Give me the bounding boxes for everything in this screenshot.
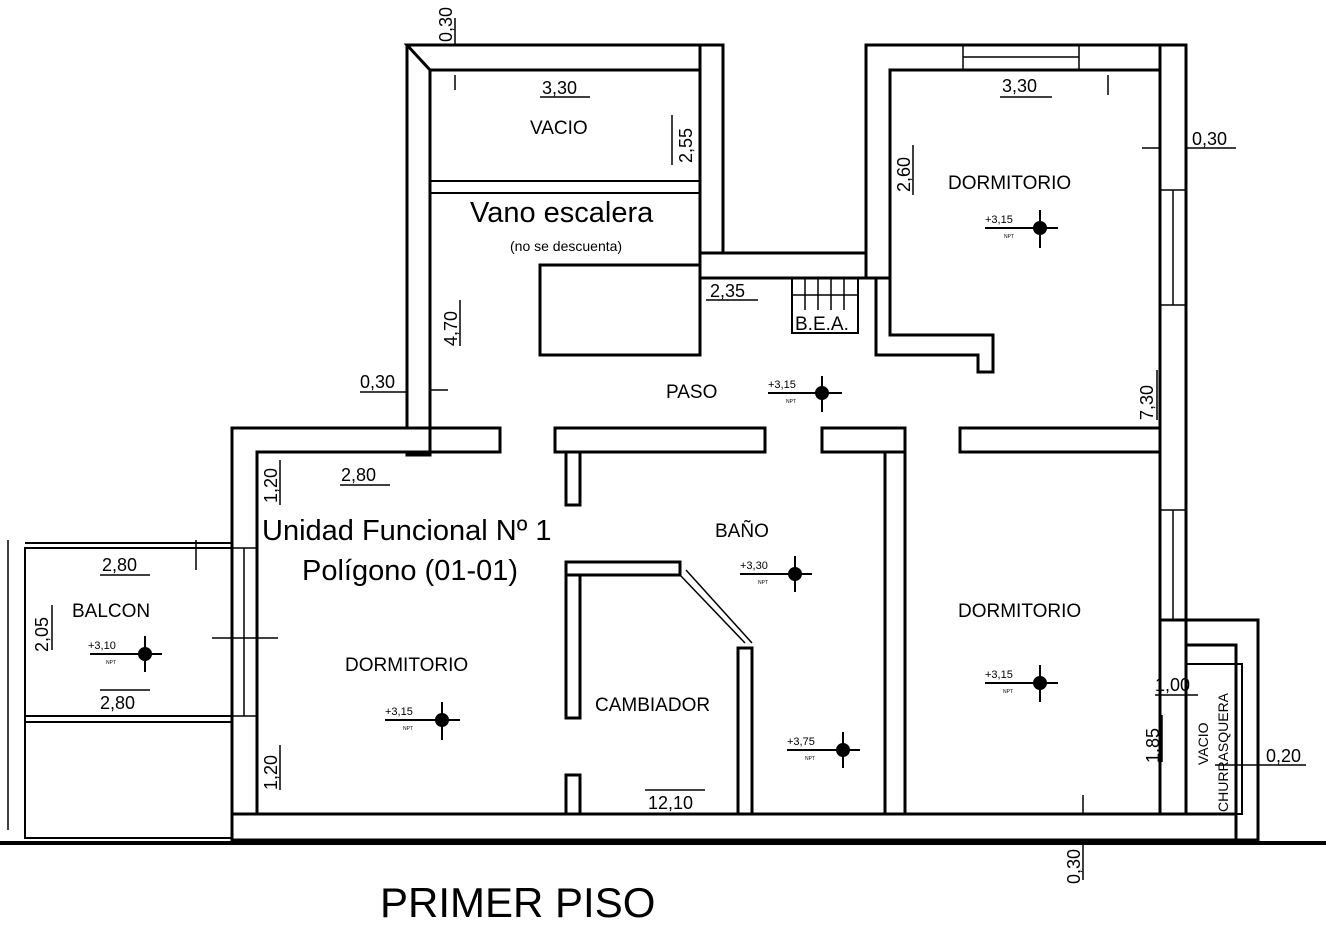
churrasquera-box — [1185, 663, 1243, 815]
unit-label-line2: Polígono (01-01) — [302, 555, 518, 587]
plan-title: PRIMER PISO — [380, 879, 655, 926]
dimension-lines — [0, 18, 1326, 880]
dim-wall-left: 0,30 — [360, 372, 395, 392]
dim-wall-top: 0,30 — [436, 7, 456, 42]
level-marker-dorm-sw — [385, 702, 460, 740]
dim-dorm-ne-height: 2,60 — [894, 157, 914, 192]
dim-vacio-width: 3,30 — [542, 78, 577, 98]
room-label-bano: BAÑO — [715, 520, 769, 542]
dim-wall-bottom: 0,30 — [1064, 849, 1084, 884]
level-marker-paso — [768, 376, 842, 412]
npt-bano: NPT — [758, 580, 768, 586]
level-dorm-ne: +3,15 — [985, 214, 1013, 226]
level-markers — [90, 210, 1058, 768]
level-marker-bano — [740, 556, 812, 592]
room-label-bea: B.E.A. — [795, 314, 849, 335]
dim-dorm-ne-width: 3,30 — [1002, 76, 1037, 96]
dim-stair-hall: 2,35 — [710, 281, 745, 301]
walls — [230, 43, 1260, 842]
room-label-vano-escalera: Vano escalera — [470, 197, 654, 229]
vano-escalera-note: (no se descuenta) — [510, 238, 622, 254]
dim-balcon-width-bottom: 2,80 — [100, 693, 135, 713]
level-paso: +3,15 — [768, 379, 796, 391]
npt-dorm-sw: NPT — [403, 726, 413, 732]
dim-balcon-height: 2,05 — [32, 617, 52, 652]
npt-cambiador: NPT — [805, 756, 815, 762]
level-marker-cambiador — [787, 732, 860, 768]
npt-balcon: NPT — [106, 660, 116, 666]
dim-east-height: 7,30 — [1137, 385, 1157, 420]
level-marker-balcon — [90, 636, 162, 672]
dim-left-lower: 1,20 — [261, 755, 281, 790]
npt-dorm-ne: NPT — [1004, 234, 1014, 240]
level-marker-dorm-se — [985, 665, 1058, 702]
npt-paso: NPT — [786, 399, 796, 405]
level-marker-dorm-ne — [985, 210, 1058, 248]
level-texts: +3,15 NPT +3,15 NPT +3,30 NPT +3,10 NPT … — [88, 214, 1014, 762]
dim-balcon-width-top: 2,80 — [102, 555, 137, 575]
level-dorm-se: +3,15 — [985, 669, 1013, 681]
dim-wall-far-right: 0,20 — [1266, 746, 1301, 766]
room-label-cambiador: CAMBIADOR — [595, 695, 710, 716]
dim-churrasquera-height: 1,85 — [1143, 728, 1163, 763]
level-bano: +3,30 — [740, 560, 768, 572]
balcon-block — [7, 540, 278, 839]
level-dorm-sw: +3,15 — [385, 706, 413, 718]
level-balcon: +3,10 — [88, 640, 116, 652]
dim-wall-right: 0,30 — [1192, 129, 1227, 149]
dim-left-height: 4,70 — [441, 311, 461, 346]
room-label-vacio-churrasquera-2: CHURRASQUERA — [1215, 692, 1231, 812]
room-label-paso: PASO — [666, 382, 717, 403]
room-label-balcon: BALCON — [72, 601, 150, 622]
dim-left-upper: 1,20 — [261, 468, 281, 503]
room-label-dormitorio-sw: DORMITORIO — [345, 655, 468, 676]
dim-churrasquera-width: 1,00 — [1155, 675, 1190, 695]
dim-vacio-height: 2,55 — [676, 128, 696, 163]
room-label-vacio-churrasquera-1: VACIO — [1195, 722, 1211, 765]
dim-total-width: 12,10 — [648, 793, 693, 813]
npt-dorm-se: NPT — [1003, 689, 1013, 695]
windows — [231, 44, 1187, 717]
level-cambiador: +3,75 — [787, 736, 815, 748]
unit-label-line1: Unidad Funcional Nº 1 — [262, 515, 551, 547]
room-label-vacio: VACIO — [530, 118, 588, 139]
dim-room-width: 2,80 — [341, 465, 376, 485]
room-label-dormitorio-se: DORMITORIO — [958, 601, 1081, 622]
room-label-dormitorio-ne: DORMITORIO — [948, 173, 1071, 194]
